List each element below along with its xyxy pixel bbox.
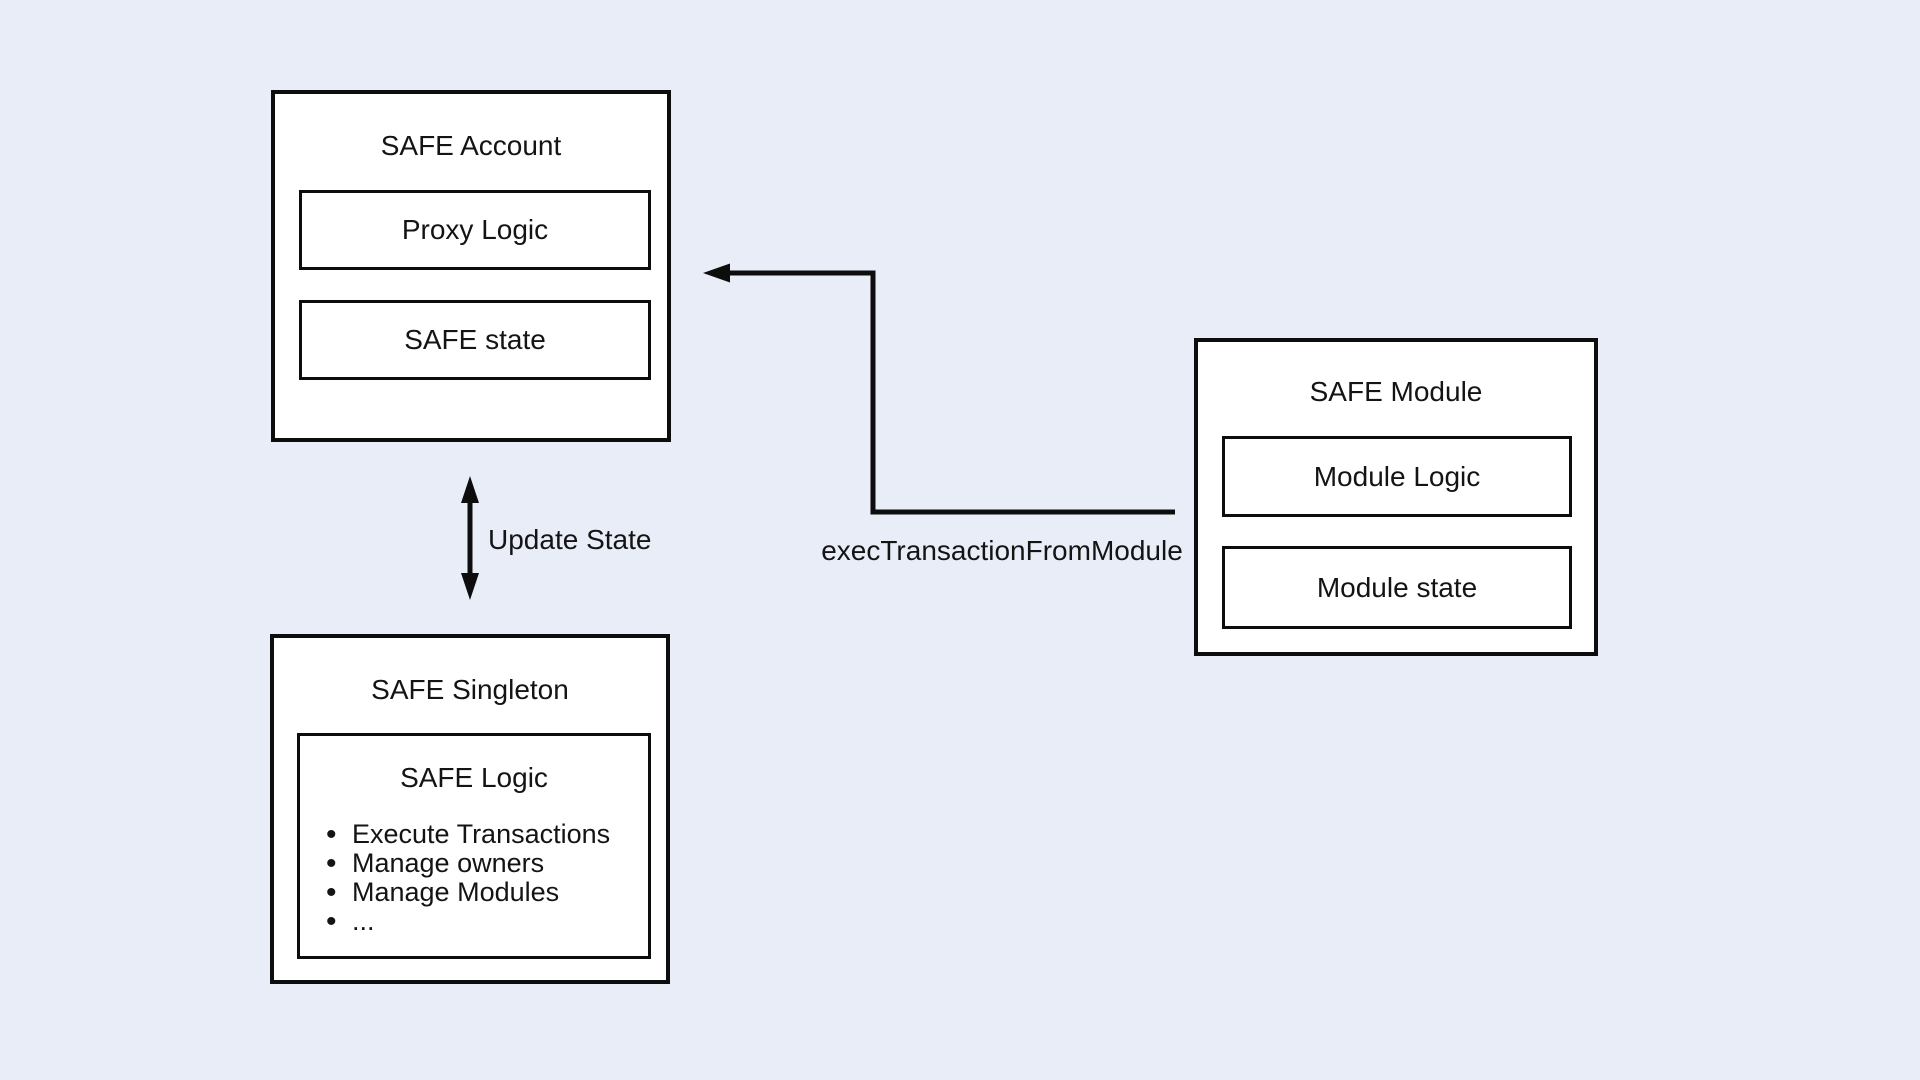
update-state-arrow [461,476,479,600]
proxy-logic-box: Proxy Logic [299,190,651,270]
safe-logic-bullet: ... [326,907,648,937]
update-state-edge-label: Update State [488,524,652,555]
proxy-logic-label: Proxy Logic [401,214,549,245]
safe-singleton-title: SAFE Singleton [371,674,569,705]
safe-logic-bullet: Manage owners [326,849,648,879]
module-state-box: Module state [1222,546,1572,629]
safe-module-title: SAFE Module [1309,376,1483,407]
safe-account-title: SAFE Account [380,130,562,161]
arrowhead-left-icon [703,263,730,283]
safe-state-box: SAFE state [299,300,651,380]
safe-logic-bullet: Execute Transactions [326,820,648,850]
module-state-label: Module state [1316,571,1478,603]
safe-logic-bullet-list: Execute Transactions Manage owners Manag… [326,820,648,937]
safe-logic-bullet: Manage Modules [326,878,648,908]
exec-transaction-edge-label: execTransactionFromModule [821,535,1183,566]
module-logic-label: Module Logic [1313,460,1481,492]
module-logic-box: Module Logic [1222,436,1572,517]
safe-module-box: SAFE Module Module Logic Module state [1194,338,1598,656]
exec-transaction-arrow [703,263,1175,515]
safe-state-label: SAFE state [404,324,546,355]
safe-singleton-box: SAFE Singleton SAFE Logic Execute Transa… [270,634,670,984]
safe-logic-box: SAFE Logic Execute Transactions Manage o… [297,733,651,959]
safe-logic-title: SAFE Logic [400,762,548,793]
arrowhead-down-icon [461,573,479,600]
arrowhead-up-icon [461,476,479,503]
safe-account-box: SAFE Account Proxy Logic SAFE state [271,90,671,442]
